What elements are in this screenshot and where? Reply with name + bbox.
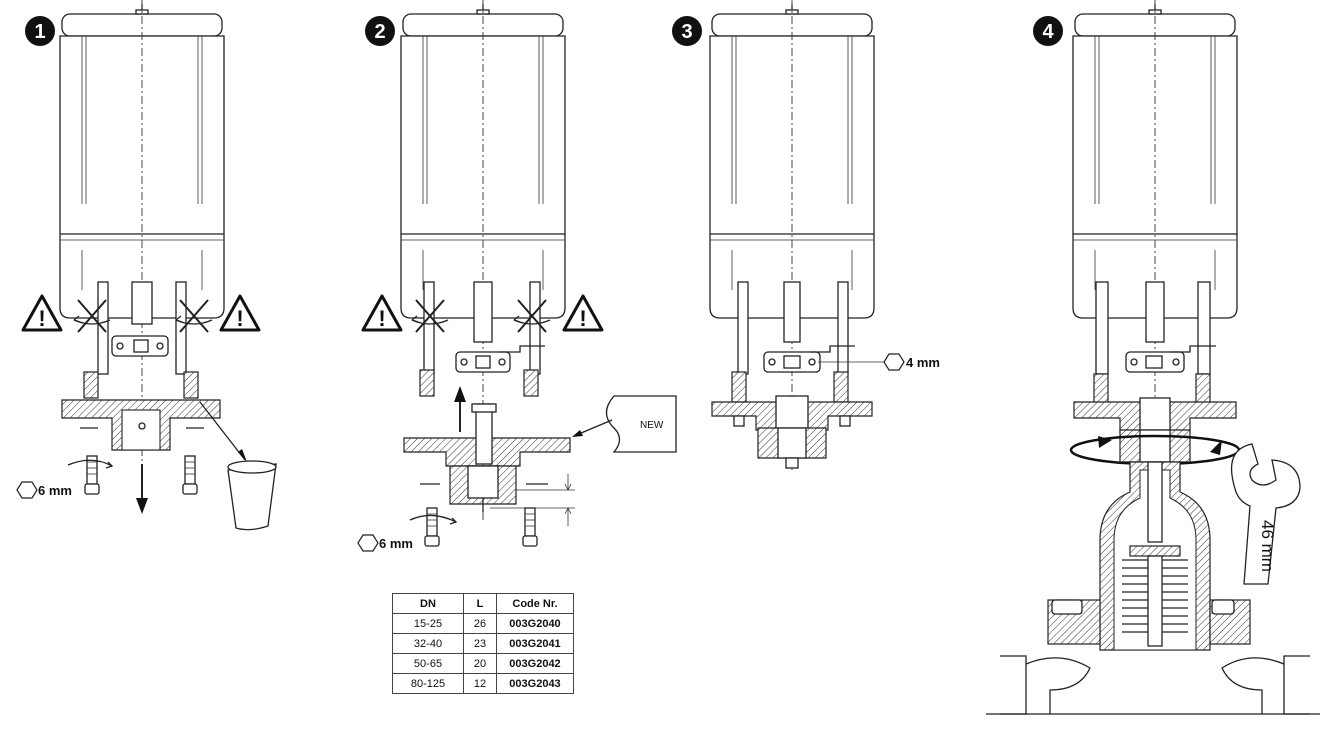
code-table: DN L Code Nr. 15-25 26 003G2040 32-40 23… bbox=[392, 593, 574, 694]
cell-code: 003G2041 bbox=[496, 633, 574, 654]
step-1-badge bbox=[25, 16, 55, 46]
cell-code: 003G2043 bbox=[496, 673, 574, 694]
hex-key-icon bbox=[16, 481, 38, 499]
cell-code: 003G2040 bbox=[496, 613, 574, 634]
hex-size-label: 4 mm bbox=[906, 355, 940, 370]
cell-dn: 32-40 bbox=[392, 633, 464, 654]
new-part-label: NEW bbox=[640, 420, 664, 431]
cell-l: 20 bbox=[463, 653, 497, 674]
warning-icon bbox=[361, 294, 403, 333]
bolt bbox=[182, 455, 198, 495]
container-icon bbox=[227, 463, 277, 531]
step-3-panel: 3 4 mm bbox=[672, 0, 940, 470]
column-header-dn: DN bbox=[392, 593, 464, 614]
hex-size-label: 6 mm bbox=[38, 483, 72, 498]
hex-key-icon bbox=[357, 534, 379, 552]
step-1-number: 1 bbox=[34, 21, 45, 43]
table-header-row: DN L Code Nr. bbox=[392, 593, 574, 614]
wrench-size-label: 46 mm bbox=[1258, 520, 1277, 572]
column-header-code: Code Nr. bbox=[496, 593, 574, 614]
wrench-icon bbox=[1230, 443, 1301, 585]
step-4-badge bbox=[1033, 16, 1063, 46]
cell-dn: 15-25 bbox=[392, 613, 464, 634]
valve-stem bbox=[475, 403, 493, 465]
step-2-number: 2 bbox=[374, 21, 385, 43]
cell-l: 12 bbox=[463, 673, 497, 694]
warning-icon bbox=[562, 294, 604, 333]
step-3-number: 3 bbox=[681, 21, 692, 43]
step-2-badge bbox=[365, 16, 395, 46]
cell-code: 003G2042 bbox=[496, 653, 574, 674]
new-part-callout bbox=[605, 395, 677, 453]
cell-dn: 80-125 bbox=[392, 673, 464, 694]
hex-key-icon bbox=[883, 353, 905, 371]
column-header-l: L bbox=[463, 593, 497, 614]
warning-icon bbox=[219, 294, 261, 333]
cell-dn: 50-65 bbox=[392, 653, 464, 674]
valve-stem bbox=[1147, 461, 1163, 543]
cell-l: 23 bbox=[463, 633, 497, 654]
step-4-number: 4 bbox=[1042, 21, 1054, 43]
step-3-badge bbox=[672, 16, 702, 46]
step-1-panel: 1 6 mm bbox=[16, 0, 277, 531]
step-2-panel: 2 NEW bbox=[357, 0, 677, 552]
table-row: 32-40 23 003G2041 bbox=[392, 633, 574, 654]
cell-l: 26 bbox=[463, 613, 497, 634]
bolt bbox=[84, 455, 100, 495]
table-row: 15-25 26 003G2040 bbox=[392, 613, 574, 634]
bolt bbox=[522, 507, 538, 547]
table-row: 80-125 12 003G2043 bbox=[392, 673, 574, 694]
bolt bbox=[424, 507, 440, 547]
table-row: 50-65 20 003G2042 bbox=[392, 653, 574, 674]
step-4-panel: 4 bbox=[986, 0, 1320, 715]
hex-size-label: 6 mm bbox=[379, 536, 413, 551]
warning-icon bbox=[21, 294, 63, 333]
